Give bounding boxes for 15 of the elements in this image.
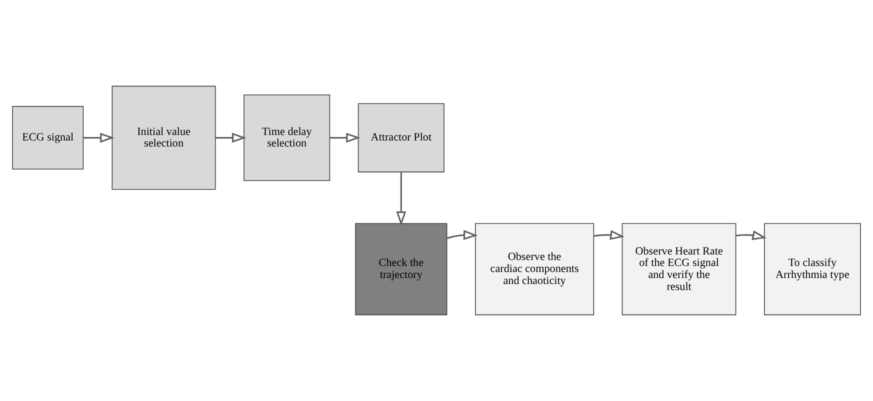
node-box: To classify Arrhythmia type xyxy=(764,223,861,316)
arrow xyxy=(446,230,478,240)
node-box: Time delay selection xyxy=(244,94,330,182)
node-box: ECG signal xyxy=(12,106,84,170)
node-box: Check the trajectory xyxy=(355,223,448,316)
arrow xyxy=(736,230,767,240)
node-box: Attractor Plot xyxy=(358,103,444,172)
node-box: Initial value selection xyxy=(112,86,216,190)
arrow xyxy=(215,132,246,143)
node-box: Observe Heart Rate of the ECG signal and verify the result xyxy=(622,223,736,316)
arrow xyxy=(396,172,406,226)
node-box: Observe the cardiac components and chaoticity xyxy=(475,223,594,316)
arrow xyxy=(594,230,624,240)
arrow xyxy=(330,132,360,143)
arrow xyxy=(83,132,114,143)
